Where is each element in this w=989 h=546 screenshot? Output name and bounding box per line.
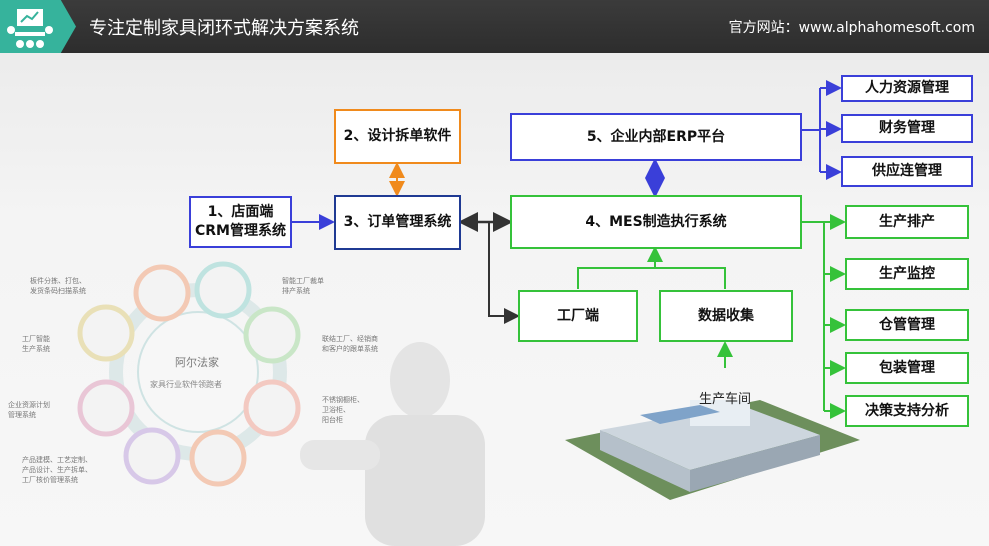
design-box: 2、设计拆单软件 [334,109,461,164]
wheel-label: 产品建模、工艺定制、 产品设计、生产拆单、 工厂核价管理系统 [22,456,92,484]
crm-box: 1、店面端 CRM管理系统 [189,196,292,248]
wheel-label: 板件分拣、打包、 发货条码扫描系统 [30,277,86,295]
supply-chain-box: 供应连管理 [841,156,973,187]
wheel-label: 智能工厂裁单 排产系统 [282,277,324,295]
packaging-management-box: 包装管理 [845,352,969,384]
logo [0,0,76,53]
wheel-label: 联结工厂、经销商 和客户的跟单系统 [322,335,378,353]
erp-box: 5、企业内部ERP平台 [510,113,802,161]
page-title: 专注定制家具闭环式解决方案系统 [89,18,359,39]
decision-support-box: 决策支持分析 [845,395,969,427]
hr-management-box: 人力资源管理 [841,75,973,102]
header-bar: 专注定制家具闭环式解决方案系统 官方网站：www.alphahomesoft.c… [0,0,989,53]
wheel-label: 不锈钢橱柜、 卫浴柜、 阳台柜 [322,396,364,424]
order-box: 3、订单管理系统 [334,195,461,250]
factory-end-box: 工厂端 [518,290,638,342]
workshop-label: 生产车间 [699,392,752,407]
production-monitoring-box: 生产监控 [845,258,969,290]
mes-box: 4、MES制造执行系统 [510,195,802,249]
wheel-label: 企业资源计划 管理系统 [8,401,50,419]
finance-management-box: 财务管理 [841,114,973,143]
meeting-icon [7,9,53,48]
website-text: 官方网站：www.alphahomesoft.com [728,20,975,36]
data-collection-box: 数据收集 [659,290,793,342]
warehouse-management-box: 仓管管理 [845,309,969,341]
wheel-center-brand: 阿尔法家 [175,356,219,369]
production-scheduling-box: 生产排产 [845,205,969,239]
wheel-label: 工厂智能 生产系统 [22,335,50,353]
wheel-center-tagline: 家具行业软件领跑者 [150,380,222,389]
